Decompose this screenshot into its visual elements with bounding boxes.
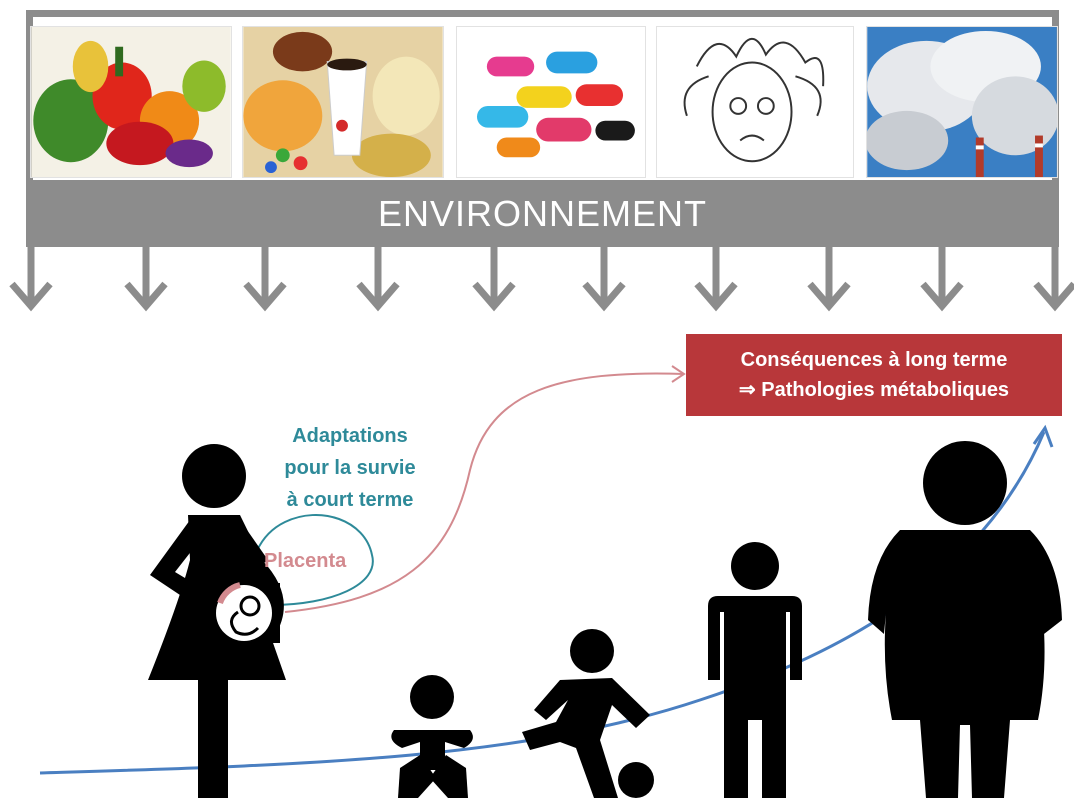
placenta-label: Placenta [264, 550, 347, 572]
baby-figure [391, 675, 473, 798]
adult-figure [708, 542, 802, 798]
obese-adult-figure [868, 441, 1062, 798]
down-arrow-icon [9, 247, 53, 312]
down-arrow-icon [124, 247, 168, 312]
down-arrow-icon [1033, 247, 1074, 312]
environment-bar: ENVIRONNEMENT [26, 180, 1059, 247]
adaptations-line-1: Adaptations [292, 425, 408, 447]
fetus-icon [208, 582, 280, 643]
environment-label: ENVIRONNEMENT [377, 192, 708, 234]
down-arrow-icon [582, 247, 626, 312]
consequences-box: Conséquences à long terme ⇒ Pathologies … [686, 334, 1062, 416]
stress-drawing [656, 26, 854, 178]
adaptations-line-3: à court terme [286, 489, 414, 511]
adaptations-line-2: pour la survie [284, 457, 416, 479]
growth-arrowhead [1032, 424, 1054, 448]
consequences-subtitle: ⇒ Pathologies métaboliques [738, 379, 1010, 401]
consequences-title: Conséquences à long terme [740, 349, 1008, 371]
pollution-photo [866, 26, 1058, 178]
pills-photo [456, 26, 646, 178]
consequences-arrowhead [671, 365, 686, 383]
down-arrow-icon [807, 247, 851, 312]
down-arrow-icon [694, 247, 738, 312]
junk-food-photo [242, 26, 444, 178]
down-arrow-icon [472, 247, 516, 312]
vegetables-photo [30, 26, 232, 178]
down-arrow-icon [243, 247, 287, 312]
adaptation-loop [250, 514, 374, 606]
child-playing-football-figure [522, 629, 654, 798]
consequences-curve [284, 372, 685, 613]
adaptations-label: Adaptations pour la survie à court terme [268, 420, 432, 516]
down-arrow-icon [356, 247, 400, 312]
down-arrow-icon [920, 247, 964, 312]
